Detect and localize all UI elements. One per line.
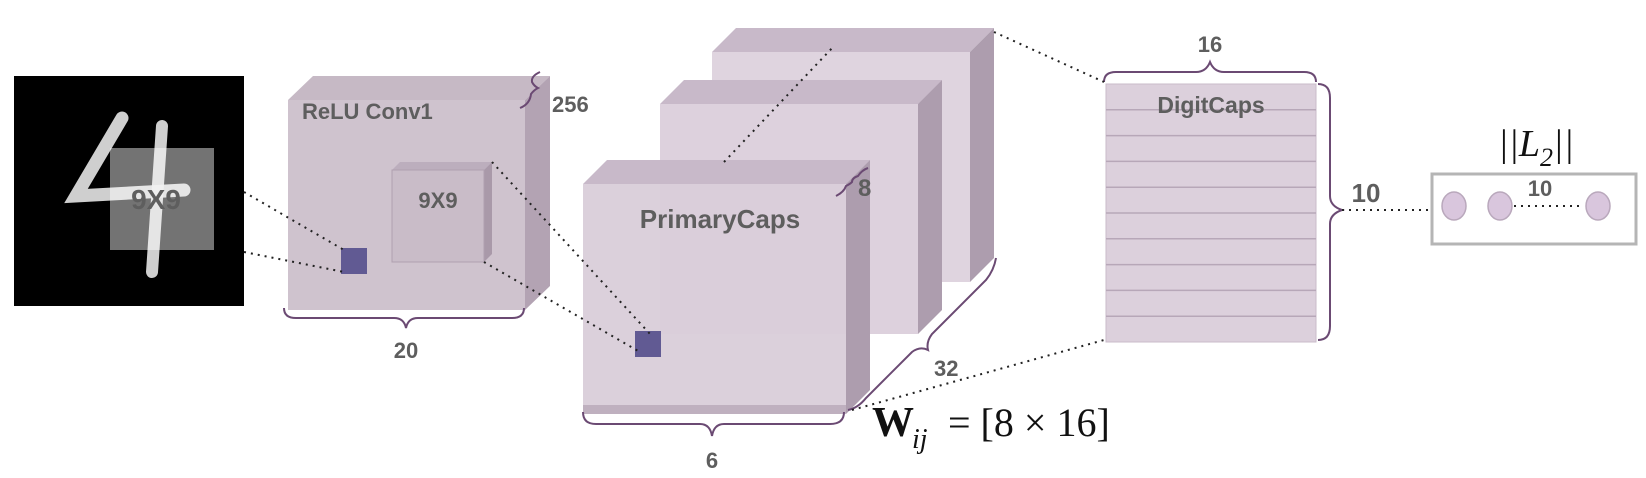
output-node-second (1487, 191, 1513, 221)
conv1-kernel-label: 9X9 (418, 188, 457, 213)
input-to-conv1-connections (243, 191, 345, 273)
conv1-depth-brace (519, 71, 541, 109)
output-count-label: 10 (1528, 176, 1552, 201)
primary-caps-depth-label: 8 (858, 175, 871, 202)
primary-caps-count-label: 32 (934, 356, 958, 381)
output-vector: ||L2|| 10 (1430, 123, 1638, 246)
conv1-width-brace (283, 307, 525, 329)
primary-caps-depth-brace (835, 167, 869, 197)
primary-caps-count-brace (847, 257, 997, 411)
digit-caps-width-label: 16 (1198, 32, 1222, 57)
digit-caps-height-label: 10 (1352, 178, 1381, 208)
digit-caps-height-brace (1317, 83, 1346, 341)
output-norm-label: ||L2|| (1498, 123, 1574, 172)
conv1-block: ReLU Conv1 9X9 256 20 (283, 71, 589, 363)
primarycaps-to-digitcaps-connections (851, 31, 1432, 411)
primary-caps-output-unit (635, 331, 661, 357)
conv1-depth-label: 256 (552, 92, 589, 117)
primary-caps-front-block (583, 160, 870, 414)
input-image: 9X9 (14, 76, 244, 306)
digit-four-glyph (64, 111, 191, 278)
digit-caps-block: DigitCaps 16 10 (1103, 32, 1381, 343)
input-kernel-label: 9X9 (131, 184, 181, 215)
output-node-first (1441, 191, 1467, 221)
conv1-top-face (288, 76, 550, 100)
primary-caps-title: PrimaryCaps (640, 204, 800, 234)
weight-dimensions: = [8 × 16] (948, 400, 1110, 445)
primary-caps-width-brace (582, 411, 845, 437)
conv1-width-label: 20 (394, 338, 418, 363)
output-node-last (1585, 191, 1611, 221)
digit-caps-width-brace (1103, 59, 1317, 83)
digit-caps-rows (1106, 109, 1316, 317)
weight-symbol: W (872, 400, 914, 446)
conv1-title: ReLU Conv1 (302, 99, 433, 124)
weight-formula: W ij = [8 × 16] (872, 400, 1110, 455)
weight-subscript: ij (912, 424, 928, 455)
digit-caps-title: DigitCaps (1157, 92, 1264, 118)
input-kernel-window (110, 148, 214, 250)
conv1-output-unit (341, 248, 367, 274)
conv1-side-face (525, 76, 550, 310)
conv1-kernel-cube: 9X9 (391, 162, 492, 263)
primary-caps-width-label: 6 (706, 448, 718, 473)
conv1-to-primarycaps-connections (483, 45, 835, 353)
